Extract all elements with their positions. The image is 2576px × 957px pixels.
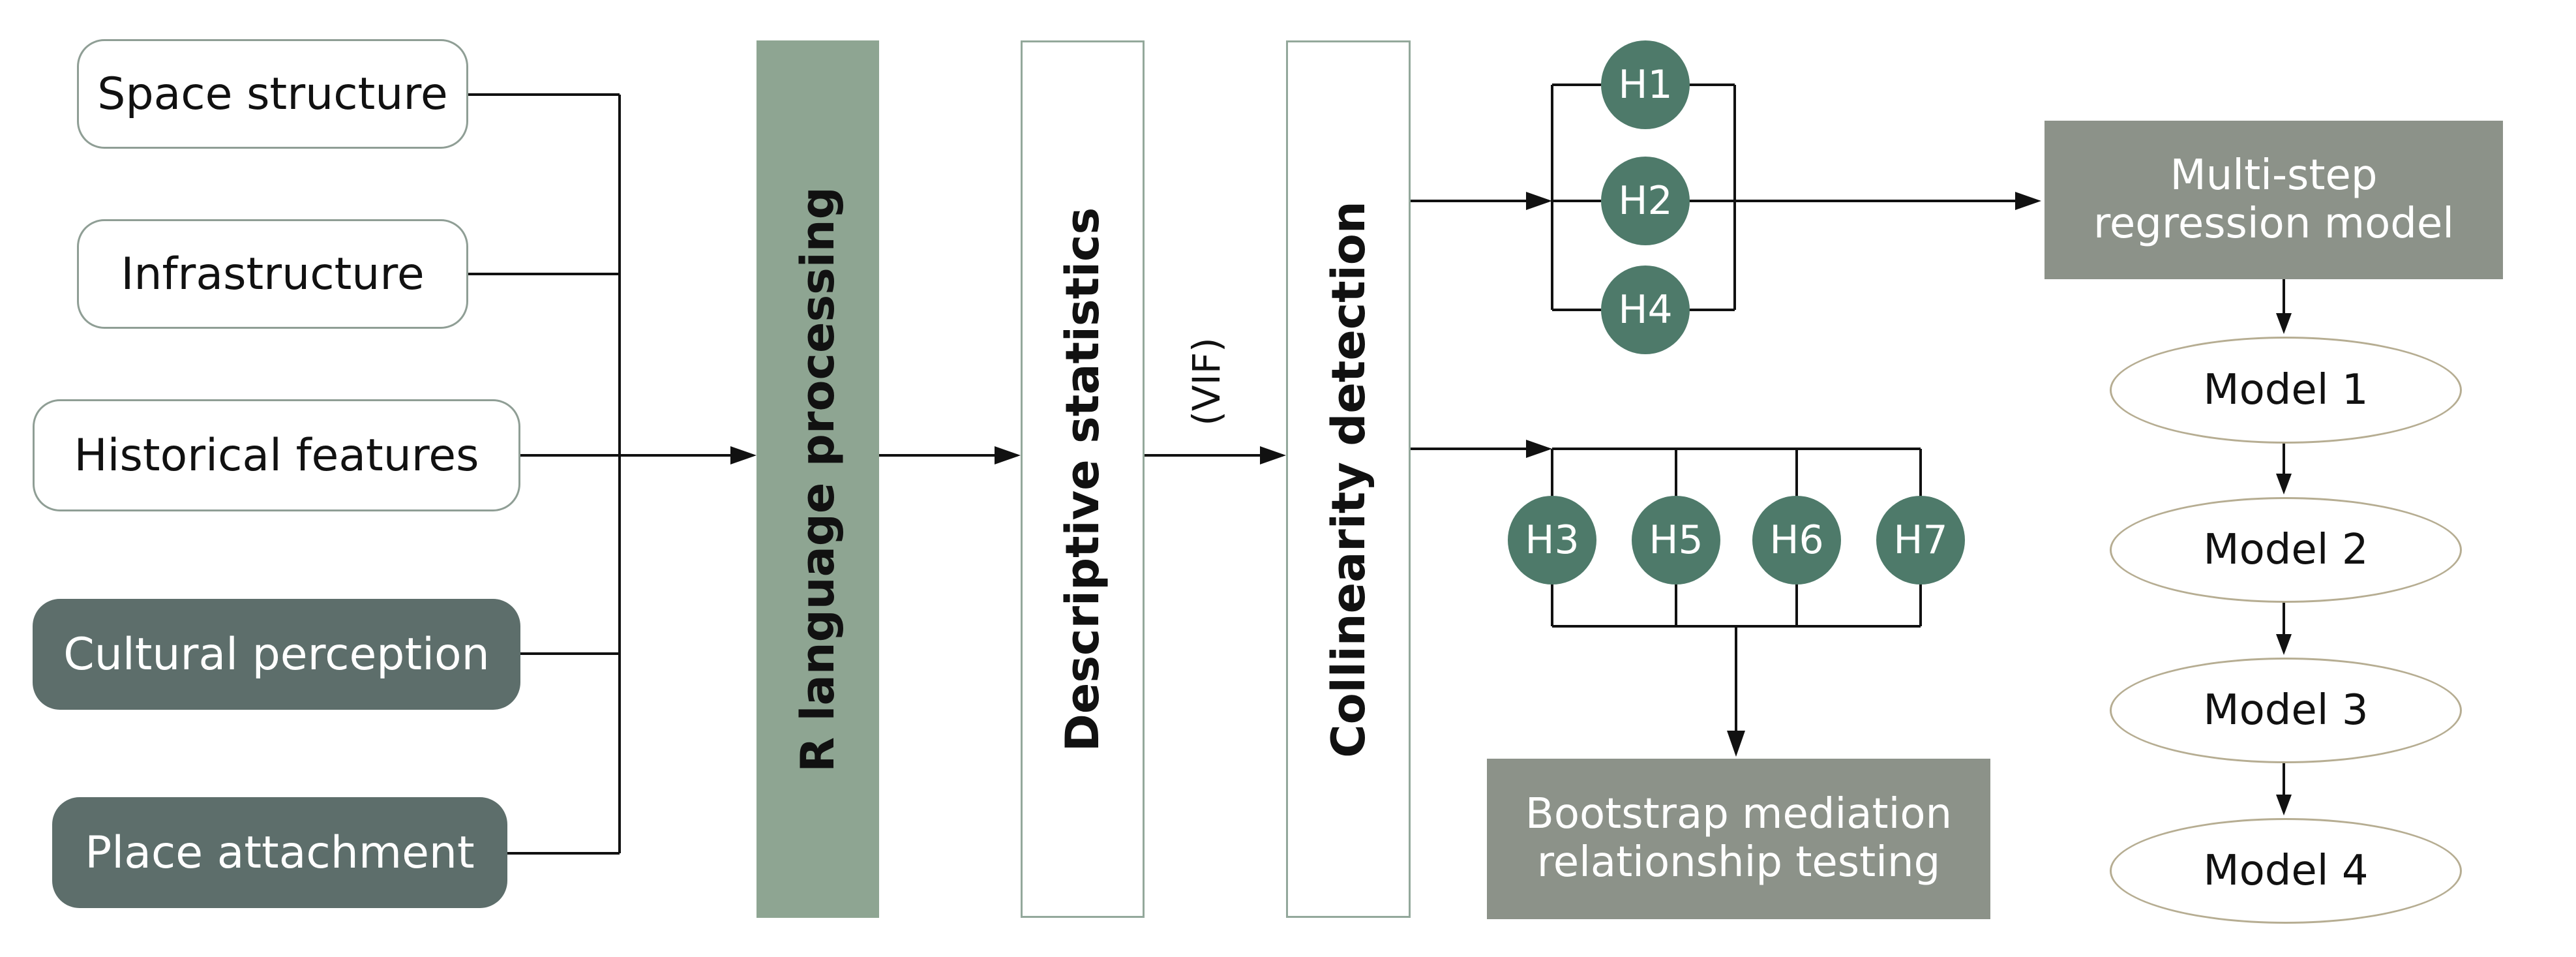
input-label: Historical features (74, 429, 479, 481)
r-language-processing-label: R language processing (791, 186, 845, 772)
arrowhead (2276, 474, 2292, 494)
input-space-structure: Space structure (77, 39, 468, 149)
bootstrap-line2: relationship testing (1536, 838, 1941, 887)
arrowhead (1260, 446, 1286, 464)
hypothesis-label: H2 (1618, 178, 1673, 224)
model-3-ellipse: Model 3 (2110, 658, 2462, 763)
input-infrastructure: Infrastructure (77, 219, 468, 329)
model-label: Model 1 (2203, 366, 2369, 414)
model-1-ellipse: Model 1 (2110, 337, 2462, 444)
hypothesis-h7: H7 (1876, 496, 1965, 585)
input-historical-features: Historical features (33, 399, 520, 511)
model-2-ellipse: Model 2 (2110, 497, 2462, 603)
input-place-attachment: Place attachment (52, 797, 507, 908)
arrowhead (1526, 192, 1552, 210)
model-label: Model 4 (2203, 847, 2369, 895)
arrowhead (2015, 192, 2041, 210)
collinearity-detection-label: Collinearity detection (1321, 200, 1375, 758)
hypothesis-label: H7 (1893, 517, 1948, 563)
arrowhead (2276, 634, 2292, 655)
model-label: Model 2 (2203, 526, 2369, 574)
input-label: Space structure (97, 68, 448, 120)
hypothesis-h2: H2 (1601, 157, 1690, 245)
hypothesis-label: H1 (1618, 62, 1673, 108)
vif-label: (VIF) (1184, 337, 1229, 426)
regression-line1: Multi-step (2170, 151, 2378, 200)
model-label: Model 3 (2203, 686, 2369, 735)
arrowhead (2276, 313, 2292, 334)
arrowhead (1526, 440, 1552, 458)
input-cultural-perception: Cultural perception (33, 599, 520, 710)
hypothesis-h1: H1 (1601, 40, 1690, 129)
bootstrap-line1: Bootstrap mediation (1525, 790, 1953, 839)
arrowhead (730, 446, 756, 464)
hypothesis-label: H4 (1618, 287, 1673, 333)
descriptive-statistics-label: Descriptive statistics (1056, 207, 1109, 752)
hypothesis-h6: H6 (1752, 496, 1841, 585)
arrowhead (995, 446, 1021, 464)
collinearity-detection-column: Collinearity detection (1286, 40, 1411, 918)
input-label: Infrastructure (121, 248, 425, 300)
hypothesis-h3: H3 (1508, 496, 1596, 585)
arrowhead (2276, 795, 2292, 815)
input-label: Cultural perception (63, 628, 490, 680)
bootstrap-mediation-block: Bootstrap mediation relationship testing (1487, 759, 1990, 919)
descriptive-statistics-column: Descriptive statistics (1021, 40, 1145, 918)
hypothesis-h4: H4 (1601, 266, 1690, 354)
input-label: Place attachment (85, 827, 475, 879)
regression-line2: regression model (2093, 199, 2454, 248)
multi-step-regression-block: Multi-step regression model (2044, 121, 2503, 279)
r-language-processing-column: R language processing (756, 40, 879, 918)
arrowhead (1727, 731, 1745, 757)
hypothesis-label: H5 (1649, 517, 1703, 563)
model-4-ellipse: Model 4 (2110, 818, 2462, 924)
hypothesis-label: H6 (1769, 517, 1824, 563)
hypothesis-label: H3 (1525, 517, 1580, 563)
hypothesis-h5: H5 (1632, 496, 1720, 585)
